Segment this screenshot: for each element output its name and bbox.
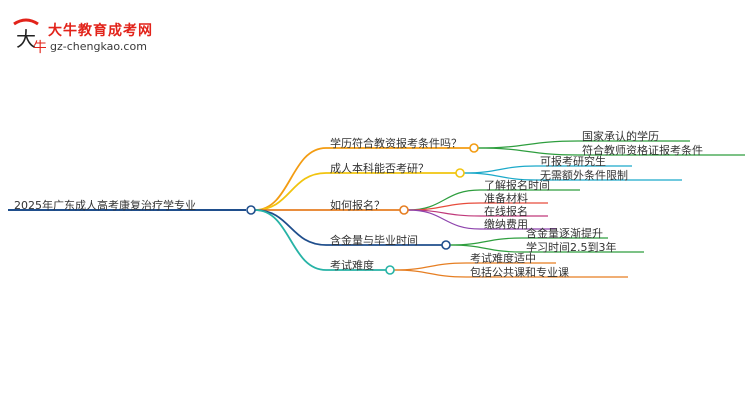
branch-connector-1 xyxy=(254,147,327,211)
leaf-connector-4-2 xyxy=(449,244,523,253)
site-logo[interactable]: 大 牛 大牛教育成考网 gz-chengkao.com xyxy=(6,14,166,58)
leaf-label-3-2: 准备材料 xyxy=(484,192,528,205)
leaf-label-1-2: 符合教师资格证报考条件 xyxy=(582,144,703,157)
leaf-connector-3-4 xyxy=(407,209,481,230)
root-node-label: 2025年广东成人高考康复治疗学专业 xyxy=(14,199,196,212)
leaf-connector-1-2 xyxy=(477,147,579,156)
svg-text:大: 大 xyxy=(16,27,36,51)
mindmap-nodes xyxy=(246,143,479,275)
branch-label-4: 含金量与毕业时间 xyxy=(330,234,418,247)
branch-connector-2 xyxy=(254,172,327,211)
logo-url: gz-chengkao.com xyxy=(50,40,147,53)
leaf-label-4-1: 含金量逐渐提升 xyxy=(526,227,603,240)
leaf-label-5-1: 考试难度适中 xyxy=(470,252,536,265)
leaf-label-1-1: 国家承认的学历 xyxy=(582,130,659,143)
branch-node-handle-2[interactable] xyxy=(455,168,465,178)
branch-node-handle-4[interactable] xyxy=(441,240,451,250)
leaf-connector-2-1 xyxy=(463,165,537,174)
leaf-connector-5-2 xyxy=(393,269,467,278)
branch-node-handle-3[interactable] xyxy=(399,205,409,215)
leaf-connector-4-1 xyxy=(449,237,523,246)
svg-text:牛: 牛 xyxy=(33,40,46,56)
branch-connector-5 xyxy=(254,209,327,271)
branch-label-1: 学历符合教资报考条件吗？ xyxy=(330,137,462,150)
leaf-label-4-2: 学习时间2.5到3年 xyxy=(526,241,617,254)
mindmap-connectors xyxy=(8,140,745,278)
branch-label-3: 如何报名？ xyxy=(330,199,385,212)
bull-logo-icon: 大 牛 xyxy=(13,18,46,56)
leaf-label-5-2: 包括公共课和专业课 xyxy=(470,266,569,279)
leaf-connector-5-1 xyxy=(393,262,467,271)
leaf-label-3-3: 在线报名 xyxy=(484,205,528,218)
leaf-connector-2-2 xyxy=(463,172,537,181)
branch-label-5: 考试难度 xyxy=(330,259,374,272)
logo-title: 大牛教育成考网 xyxy=(48,23,153,39)
branch-node-handle-1[interactable] xyxy=(469,143,479,153)
root-node-handle[interactable] xyxy=(246,205,256,215)
leaf-label-3-1: 了解报名时间 xyxy=(484,179,550,192)
leaf-connector-1-1 xyxy=(477,140,579,149)
branch-node-handle-5[interactable] xyxy=(385,265,395,275)
branch-label-2: 成人本科能否考研？ xyxy=(330,162,429,175)
leaf-label-2-2: 无需额外条件限制 xyxy=(540,169,628,182)
leaf-label-3-4: 缴纳费用 xyxy=(484,218,528,231)
leaf-label-2-1: 可报考研究生 xyxy=(540,155,606,168)
